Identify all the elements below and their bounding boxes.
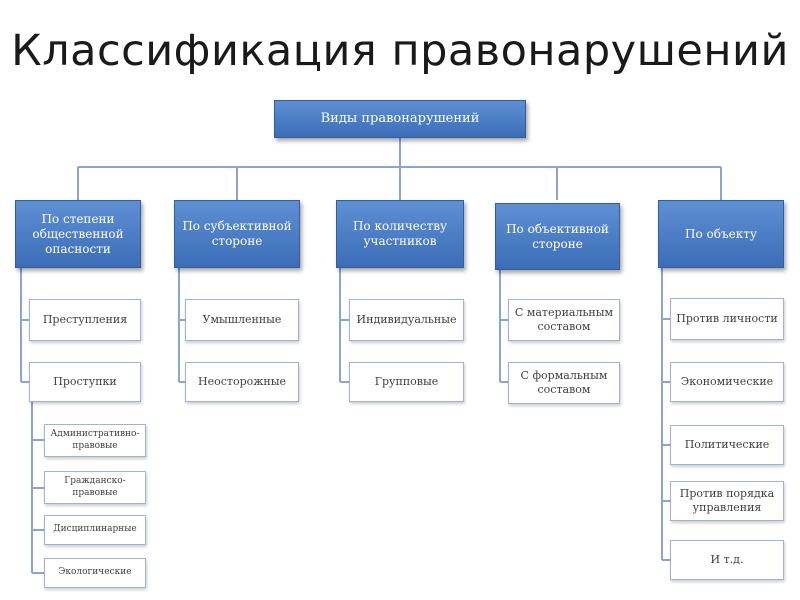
subitem-disciplinary: Дисциплинарные bbox=[44, 515, 146, 545]
subitem-administrative: Административно-правовые bbox=[44, 424, 146, 457]
item-against-person: Против личности bbox=[670, 298, 784, 340]
item-crimes: Преступления bbox=[29, 299, 141, 341]
item-intentional: Умышленные bbox=[185, 299, 299, 341]
item-against-order: Против порядка управления bbox=[670, 481, 784, 521]
category-subjective: По субъективной стороне bbox=[174, 200, 300, 268]
item-etc: И т.д. bbox=[670, 540, 784, 580]
category-participants: По количеству участников bbox=[336, 200, 464, 268]
category-objective: По объективной стороне bbox=[495, 203, 620, 270]
item-political: Политические bbox=[670, 425, 784, 465]
page-title: Классификация правонарушений bbox=[11, 26, 789, 76]
root-node: Виды правонарушений bbox=[274, 100, 526, 138]
item-misdemeanors: Проступки bbox=[29, 362, 141, 402]
item-economic: Экономические bbox=[670, 362, 784, 402]
item-material: С материальным составом bbox=[508, 299, 620, 341]
item-group: Групповые bbox=[349, 362, 464, 402]
subitem-civil: Гражданско-правовые bbox=[44, 471, 146, 504]
subitem-ecological: Экологические bbox=[44, 558, 146, 588]
category-danger: По степени общественной опасности bbox=[15, 200, 141, 268]
item-formal: С формальным составом bbox=[508, 362, 620, 404]
category-object: По объекту bbox=[658, 200, 784, 268]
item-individual: Индивидуальные bbox=[349, 299, 464, 341]
item-careless: Неосторожные bbox=[185, 362, 299, 402]
